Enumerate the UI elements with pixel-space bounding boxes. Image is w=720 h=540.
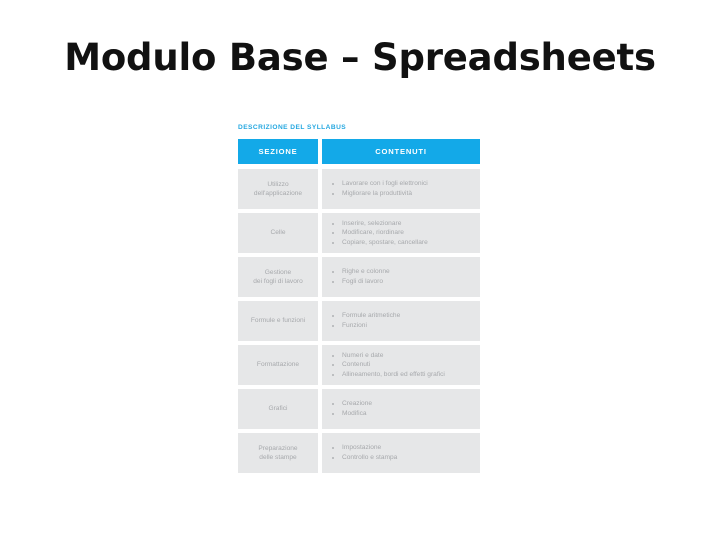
page-title: Modulo Base – Spreadsheets <box>64 36 656 79</box>
sezione-label-group: Formattazione <box>257 360 299 370</box>
sezione-label-line: Grafici <box>268 405 288 413</box>
column-header-sezione: SEZIONE <box>238 139 318 164</box>
list-item: Funzioni <box>330 321 474 331</box>
list-item: Lavorare con i fogli elettronici <box>330 179 474 189</box>
table-header-row: SEZIONE CONTENUTI <box>238 139 480 164</box>
list-item: Inserire, selezionare <box>330 219 474 229</box>
cell-sezione: Formule e funzioni <box>238 301 318 341</box>
list-item: Migliorare la produttività <box>330 189 474 199</box>
list-item: Controllo e stampa <box>330 453 474 463</box>
list-item: Formule aritmetiche <box>330 311 474 321</box>
sezione-label-line: dei fogli di lavoro <box>253 278 303 285</box>
cell-sezione: Preparazione delle stampe <box>238 433 318 473</box>
list-item: Fogli di lavoro <box>330 277 474 287</box>
column-header-contenuti: CONTENUTI <box>322 139 480 164</box>
list-item: Modificare, riordinare <box>330 228 474 238</box>
sezione-label-line: Gestione <box>264 268 292 276</box>
sezione-label-group: Preparazione delle stampe <box>258 444 297 463</box>
sezione-label-line: Celle <box>270 229 286 237</box>
sezione-label-group: Gestione dei fogli di lavoro <box>253 268 302 287</box>
syllabus-table: DESCRIZIONE DEL SYLLABUS SEZIONE CONTENU… <box>238 123 480 477</box>
sezione-label-line: Formule e funzioni <box>250 317 306 325</box>
cell-sezione: Gestione dei fogli di lavoro <box>238 257 318 297</box>
sezione-label-line: Utilizzo <box>267 180 289 188</box>
list-item: Creazione <box>330 399 474 409</box>
cell-sezione: Utilizzo dell'applicazione <box>238 169 318 209</box>
list-item: Impostazione <box>330 443 474 453</box>
sezione-label-group: Formule e funzioni <box>251 316 305 326</box>
sezione-label-line: delle stampe <box>259 454 297 461</box>
list-item: Contenuti <box>330 360 474 370</box>
table-row: Gestione dei fogli di lavoro Righe e colon… <box>238 257 480 297</box>
table-row: Utilizzo dell'applicazione Lavorare con i … <box>238 169 480 209</box>
table-body: Utilizzo dell'applicazione Lavorare con i … <box>238 169 480 473</box>
sezione-label-line: dell'applicazione <box>253 190 303 197</box>
sezione-label-group: Grafici <box>268 404 287 414</box>
syllabus-caption: DESCRIZIONE DEL SYLLABUS <box>238 124 347 131</box>
cell-sezione: Formattazione <box>238 345 318 385</box>
list-item: Modifica <box>330 409 474 419</box>
sezione-label-line: Preparazione <box>258 444 298 452</box>
list-item: Righe e colonne <box>330 267 474 277</box>
list-item: Numeri e date <box>330 351 474 361</box>
sezione-label-group: Utilizzo dell'applicazione <box>254 180 302 199</box>
list-item: Allineamento, bordi ed effetti grafici <box>330 370 474 380</box>
sezione-label-group: Celle <box>270 228 285 238</box>
cell-sezione: Grafici <box>238 389 318 429</box>
cell-sezione: Celle <box>238 213 318 253</box>
list-item: Copiare, spostare, cancellare <box>330 238 474 248</box>
sezione-label-line: Formattazione <box>256 361 300 369</box>
